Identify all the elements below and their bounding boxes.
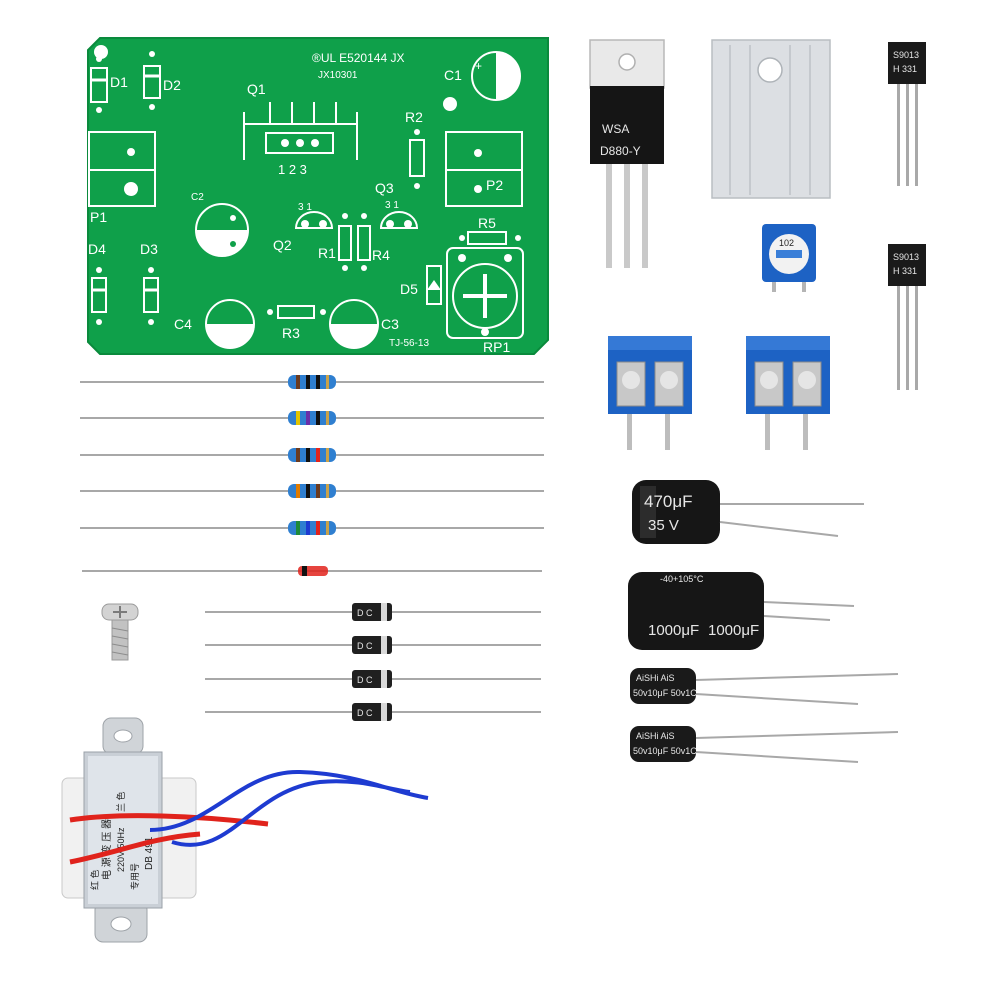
- transformer-line: 专用号: [129, 863, 140, 890]
- s9013-top-line1: S9013: [893, 50, 919, 60]
- svg-text:+: +: [475, 59, 482, 73]
- screw: [101, 603, 139, 661]
- resistor: [80, 484, 544, 498]
- pcb-d5-outline: [426, 265, 442, 305]
- terminal-block-left: [608, 336, 692, 450]
- s9013-top-line2: H 331: [893, 64, 917, 74]
- cap-small-top-value: 50v10μF 50v1C: [633, 688, 697, 698]
- rectifier-diode: D C: [205, 636, 541, 654]
- capacitor-470uf: 470μF 35 V: [632, 480, 864, 544]
- pcb-label-q3: Q3: [375, 180, 394, 196]
- rectifier-diode: D C: [205, 670, 541, 688]
- diode-row: D C D C D C D C: [205, 603, 541, 721]
- pcb-label-r1: R1: [318, 245, 336, 261]
- power-transistor-d880: WSA D880-Y: [589, 39, 665, 268]
- pcb-substrate: [87, 37, 549, 355]
- pcb-r3-outline: [277, 305, 315, 319]
- pcb-q1-pins: 1 2 3: [278, 162, 307, 177]
- resistor: [80, 375, 544, 389]
- pcb-label-q2: Q2: [273, 237, 292, 253]
- pcb-label-d4: D4: [88, 241, 106, 257]
- transformer-line: DB 491: [144, 836, 155, 870]
- pcb-label-c2: C2: [191, 192, 204, 203]
- pcb-d1-outline: [90, 67, 108, 103]
- pcb-label-r4: R4: [372, 247, 390, 263]
- cap-470-voltage: 35 V: [648, 517, 679, 534]
- s9013-bottom-line2: H 331: [893, 266, 917, 276]
- transformer-blue-wire: [149, 769, 429, 847]
- pcb-label-c4: C4: [174, 316, 192, 332]
- cap-1000-value-right: 1000μF: [708, 622, 759, 639]
- transistor-brand: WSA: [602, 122, 629, 136]
- pcb-label-r3: R3: [282, 325, 300, 341]
- zener-diode: [82, 566, 542, 576]
- resistor: [80, 448, 544, 462]
- rectifier-diode: D C: [205, 603, 541, 621]
- pcb-label-r2: R2: [405, 109, 423, 125]
- pcb-d3-outline: [143, 277, 159, 313]
- trimmer-code: 102: [779, 238, 794, 248]
- transistor-s9013-top: S9013 H 331: [888, 42, 926, 186]
- terminal-block-right: [746, 336, 830, 450]
- pcb-r2-outline: [409, 139, 425, 177]
- pcb-board-id: TJ-56-13: [389, 338, 429, 349]
- transistor-part: D880-Y: [600, 144, 641, 158]
- pcb-r5-outline: [467, 231, 507, 245]
- diode-label: D C: [357, 641, 373, 651]
- aluminum-heatsink: [711, 39, 831, 199]
- pcb-label-d3: D3: [140, 241, 158, 257]
- transformer-line: 红 色: [89, 869, 100, 890]
- pcb-label-q1: Q1: [247, 81, 266, 97]
- transistor-s9013-bottom: S9013 H 331: [888, 244, 926, 390]
- pcb-q3-pins: 3 1: [385, 200, 399, 211]
- pcb-q2-outline: [294, 211, 334, 229]
- pcb-label-c3: C3: [381, 316, 399, 332]
- pcb-cert-line: ®UL E520144 JX: [312, 51, 404, 65]
- pcb-label-r5: R5: [478, 215, 496, 231]
- pcb-label-d2: D2: [163, 77, 181, 93]
- cap-470-value: 470μF: [644, 492, 693, 511]
- pcb-label-c1: C1: [444, 67, 462, 83]
- cap-small-top-brand: AiSHi AiS: [636, 673, 675, 683]
- capacitor-10uf-bottom: AiSHi AiS 50v10μF 50v1C: [630, 726, 899, 763]
- pcb-cert-sub: JX10301: [318, 70, 358, 81]
- s9013-bottom-line1: S9013: [893, 252, 919, 262]
- transformer-line: 电 源 变 压 器: [100, 819, 113, 880]
- diode-label: D C: [357, 608, 373, 618]
- resistor-row: [80, 375, 544, 576]
- mount-hole: [124, 182, 138, 196]
- pcb-q1-footprint: [243, 102, 358, 160]
- pcb-r4-outline: [357, 225, 371, 261]
- pcb-q2-pins: 3 1: [298, 202, 312, 213]
- diode-label: D C: [357, 708, 373, 718]
- pcb-board: ®UL E520144 JX JX10301 D1 D2 Q1 1 2 3 C1: [87, 37, 549, 355]
- pcb-d4-outline: [91, 277, 107, 313]
- transformer-line: 兰 色: [115, 791, 126, 812]
- pcb-r1-outline: [338, 225, 352, 261]
- pcb-label-d5: D5: [400, 281, 418, 297]
- transformer: 电 源 变 压 器 220V 50Hz 红 色 专用号 DB 491 兰 色: [61, 717, 429, 943]
- cap-1000-rating: -40+105°C: [660, 574, 704, 584]
- mount-hole: [94, 45, 108, 59]
- cap-1000-value-left: 1000μF: [648, 622, 699, 639]
- pcb-label-p2: P2: [486, 177, 503, 193]
- mount-hole: [443, 97, 457, 111]
- resistor: [80, 521, 544, 535]
- pcb-d2-outline: [143, 65, 161, 99]
- rectifier-diode: D C: [205, 703, 541, 721]
- pcb-label-p1: P1: [90, 209, 107, 225]
- pcb-label-d1: D1: [110, 74, 128, 90]
- cap-small-bottom-value: 50v10μF 50v1C: [633, 746, 697, 756]
- resistor: [80, 411, 544, 425]
- trimmer-potentiometer: 102: [762, 224, 816, 292]
- pcb-rp1-footprint: [446, 247, 524, 339]
- capacitor-10uf-top: AiSHi AiS 50v10μF 50v1C: [630, 668, 899, 705]
- diode-label: D C: [357, 675, 373, 685]
- pcb-label-rp1: RP1: [483, 339, 510, 355]
- cap-small-bottom-brand: AiSHi AiS: [636, 731, 675, 741]
- pcb-q3-outline: [379, 211, 419, 229]
- capacitor-1000uf: -40+105°C 1000μF 1000μF: [628, 572, 855, 650]
